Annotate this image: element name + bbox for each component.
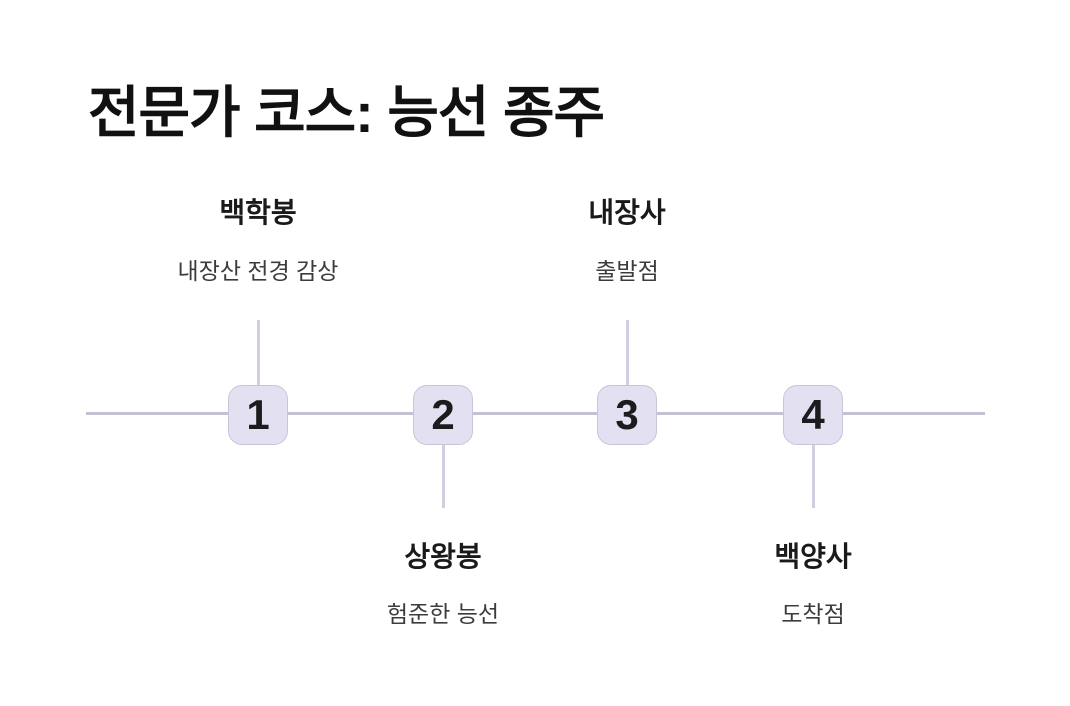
connector-line — [811, 444, 815, 508]
step-label: 상왕봉 — [404, 541, 482, 572]
step-node: 1 — [228, 385, 288, 445]
step-label: 백양사 — [774, 541, 852, 572]
step-label: 내장사 — [588, 197, 666, 228]
step-description: 출발점 — [595, 258, 659, 284]
connector-line — [441, 444, 445, 508]
step-description: 도착점 — [781, 601, 845, 627]
step-label: 백학봉 — [219, 197, 297, 228]
connector-line — [256, 320, 260, 386]
step-node: 2 — [413, 385, 473, 445]
page-title: 전문가 코스: 능선 종주 — [88, 81, 605, 144]
step-number: 3 — [615, 391, 639, 438]
step-description: 내장산 전경 감상 — [177, 258, 339, 284]
connector-line — [625, 320, 629, 386]
timeline-axis-line — [86, 412, 985, 415]
step-number: 4 — [801, 391, 825, 438]
step-number: 2 — [431, 391, 455, 438]
step-number: 1 — [246, 391, 270, 438]
step-node: 3 — [597, 385, 657, 445]
step-node: 4 — [783, 385, 843, 445]
step-description: 험준한 능선 — [386, 601, 500, 627]
